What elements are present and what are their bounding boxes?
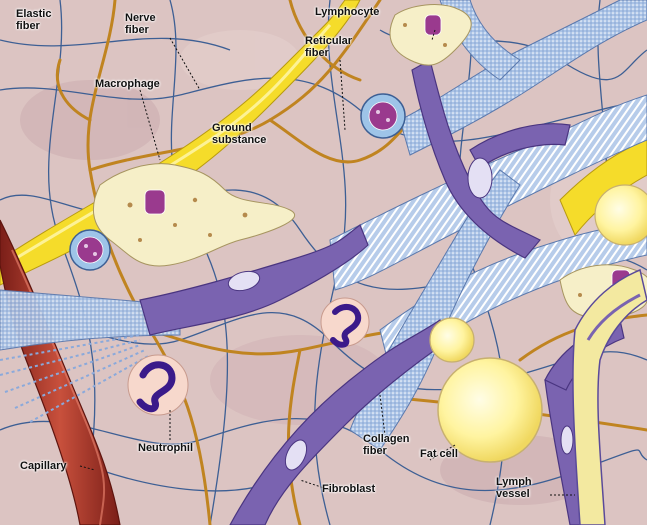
label-lymph-vessel: Lymph vessel [496,476,532,500]
label-capillary: Capillary [20,460,66,472]
label-elastic-fiber: Elastic fiber [16,8,51,32]
label-fibroblast: Fibroblast [322,483,375,495]
label-ground-substance: Ground substance [212,122,266,146]
label-reticular-fiber: Reticular fiber [305,35,352,59]
label-macrophage: Macrophage [95,78,160,90]
label-neutrophil: Neutrophil [138,442,193,454]
label-collagen-fiber: Collagen fiber [363,433,409,457]
label-fat-cell: Fat cell [420,448,458,460]
label-nerve-fiber: Nerve fiber [125,12,156,36]
label-lymphocyte: Lymphocyte [315,6,379,18]
